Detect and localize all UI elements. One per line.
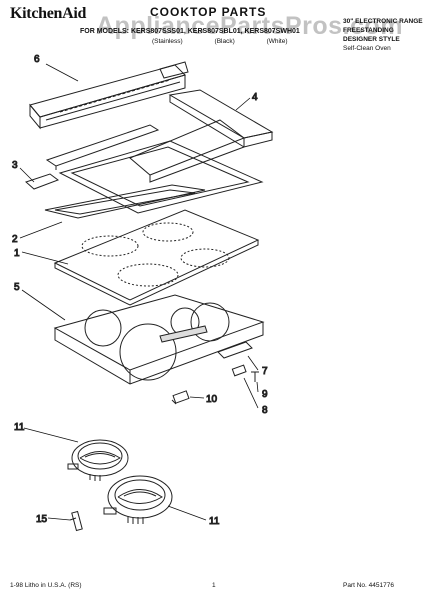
product-description: 30" ELECTRONIC RANGE FREESTANDING DESIGN… — [343, 17, 423, 53]
part-8-clip — [231, 364, 247, 377]
callout-11-lower: 11 — [209, 516, 220, 527]
callout-11-upper: 11 — [14, 422, 25, 433]
callout-6: 6 — [34, 54, 40, 65]
desc-line-4: Self-Clean Oven — [343, 45, 391, 52]
callout-5: 5 — [14, 282, 20, 293]
model-list: FOR MODELS: KERS807SSS01, KERS807SBL01, … — [80, 28, 300, 35]
footer-part-number: Part No. 4451776 — [343, 582, 394, 589]
brand-logo: KitchenAid — [10, 5, 87, 22]
callout-8: 8 — [262, 405, 268, 416]
callout-1: 1 — [14, 248, 20, 259]
page-title: COOKTOP PARTS — [150, 5, 267, 19]
color-white: (White) — [266, 38, 288, 45]
part-10-limiter — [171, 390, 190, 405]
color-black: (Black) — [214, 38, 235, 45]
callout-4: 4 — [252, 92, 258, 103]
callout-15: 15 — [36, 514, 48, 525]
callout-2: 2 — [12, 234, 18, 245]
part-11-element-lower — [103, 475, 173, 524]
desc-line-3: DESIGNER STYLE — [343, 36, 400, 43]
callout-leaders — [19, 63, 259, 521]
part-4-frame — [129, 89, 274, 183]
watermark: AppliancePartsPros.com — [96, 12, 403, 40]
desc-line-2: FREESTANDING — [343, 27, 394, 34]
part-7-bracket — [217, 341, 253, 359]
part-6-trim-bar — [29, 61, 189, 130]
part-11-element-upper — [67, 439, 129, 481]
footer-page-number: 1 — [212, 582, 216, 589]
callout-10: 10 — [206, 394, 218, 405]
part-15-terminal — [69, 510, 83, 532]
callout-3: 3 — [12, 160, 18, 171]
footer-litho: 1-98 Litho in U.S.A. (RS) — [10, 582, 82, 589]
color-stainless: (Stainless) — [152, 38, 183, 45]
part-2-strip — [44, 184, 206, 219]
color-list: (Stainless) (Black) (White) — [152, 38, 318, 45]
part-3-seal — [25, 124, 160, 190]
part-5-burner-box — [53, 294, 265, 385]
callout-7: 7 — [262, 366, 268, 377]
part-1-glass-cooktop — [53, 209, 260, 306]
desc-line-1: 30" ELECTRONIC RANGE — [343, 18, 423, 25]
callout-9: 9 — [262, 389, 268, 400]
part-9-screw — [251, 371, 259, 382]
